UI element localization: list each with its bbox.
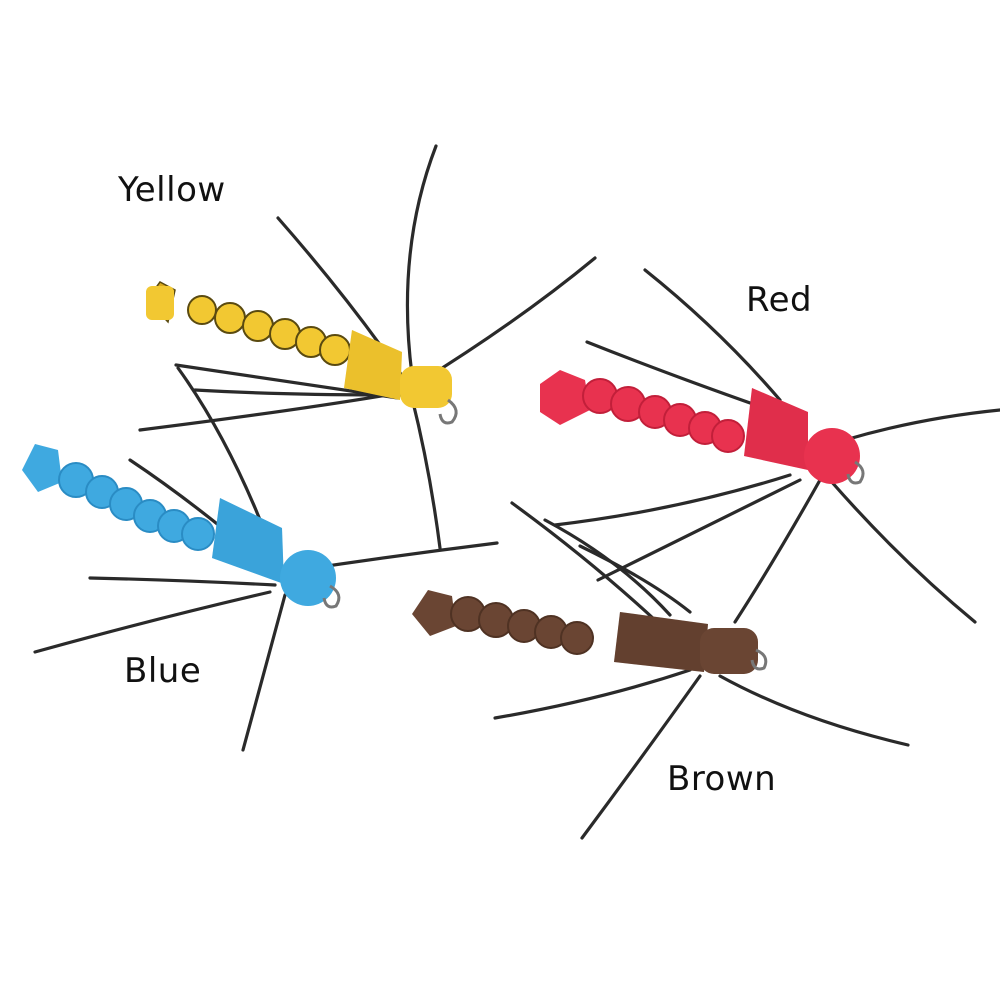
blue-fly <box>22 366 499 752</box>
blue-fly-body <box>22 444 341 609</box>
red-label: Red <box>746 280 813 320</box>
brown-fly-legs <box>493 501 910 840</box>
brown-fly <box>412 501 910 840</box>
yellow-label: Yellow <box>118 170 226 210</box>
yellow-fly-body <box>146 281 458 425</box>
yellow-fly <box>138 144 597 550</box>
brown-label: Brown <box>667 759 777 799</box>
red-fly-legs <box>553 268 1000 624</box>
brown-fly-body <box>412 590 768 674</box>
blue-label: Blue <box>124 651 202 691</box>
red-fly <box>540 268 1000 624</box>
red-fly-body <box>540 370 865 485</box>
